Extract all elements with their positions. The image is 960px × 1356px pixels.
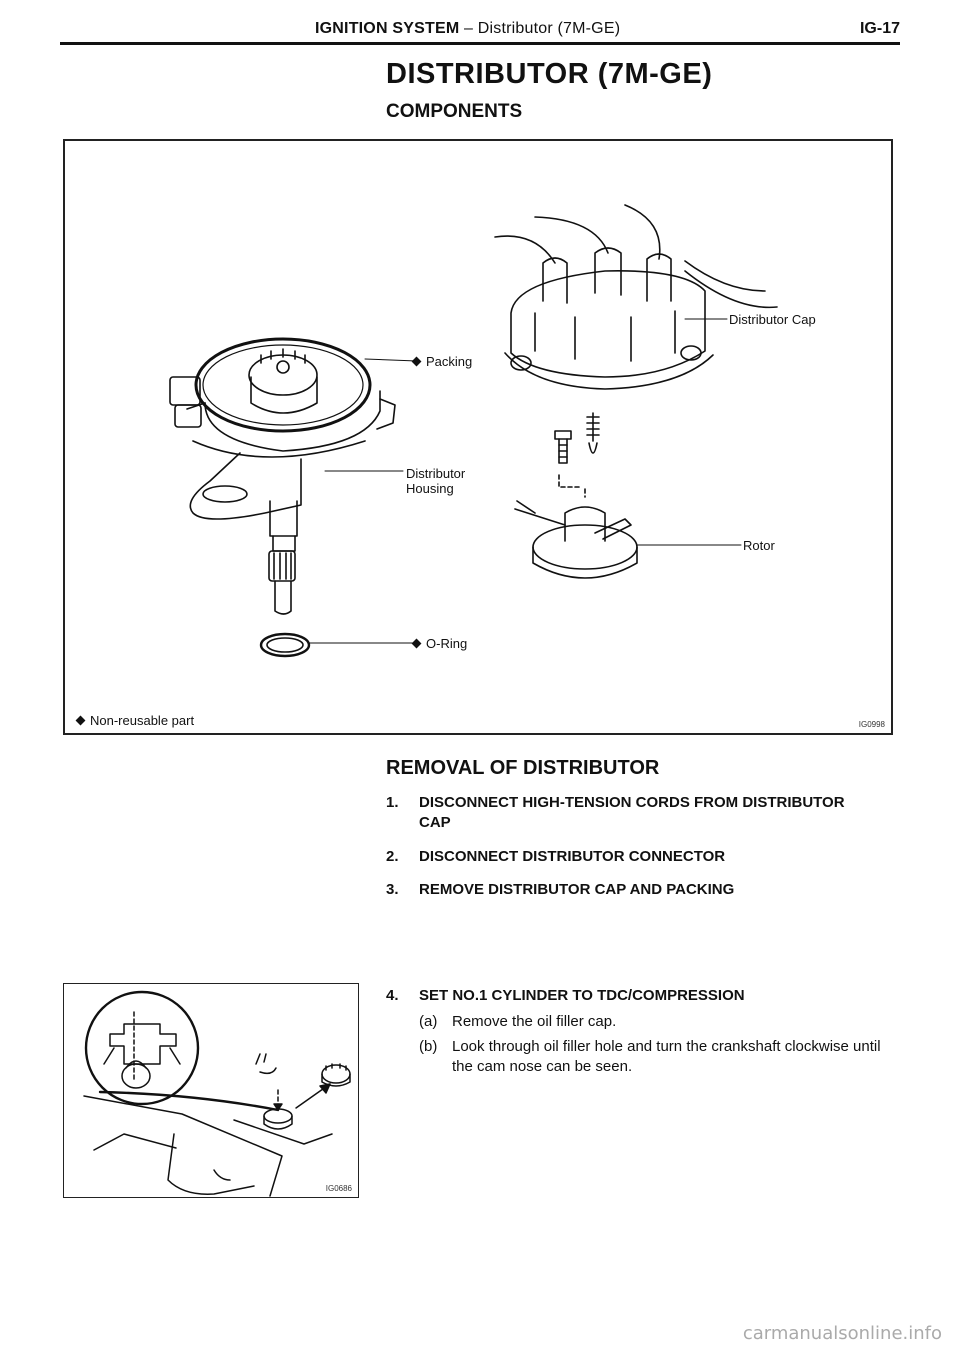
- oil-filler-figure: IG0686: [63, 983, 359, 1198]
- section-subtitle: – Distributor (7M-GE): [464, 20, 621, 37]
- figure-id: IG0998: [858, 720, 885, 729]
- o-ring-illustration: [259, 632, 311, 658]
- distributor-cap-illustration: [494, 204, 778, 390]
- watermark: carmanualsonline.info: [742, 1323, 942, 1344]
- oil-filler-diagram: [83, 990, 351, 1197]
- diamond-icon: [75, 715, 86, 726]
- running-section-title: IGNITION SYSTEM – Distributor (7M-GE): [315, 20, 620, 38]
- diamond-icon: [411, 638, 422, 649]
- leader-lines: [308, 318, 742, 644]
- legend-non-reusable: Non-reusable part: [75, 713, 194, 728]
- removal-heading: REMOVAL OF DISTRIBUTOR: [386, 757, 660, 779]
- diamond-icon: [411, 356, 422, 367]
- label-packing: Packing: [411, 354, 472, 369]
- distributor-housing-illustration: [169, 337, 396, 615]
- page-header: IGNITION SYSTEM – Distributor (7M-GE) IG…: [60, 0, 900, 45]
- rotor-illustration: [514, 500, 638, 579]
- distributor-exploded-diagram: [169, 204, 778, 658]
- figure-id: IG0686: [325, 1184, 352, 1193]
- page-title: DISTRIBUTOR (7M-GE): [386, 58, 713, 90]
- section-name: IGNITION SYSTEM: [315, 20, 460, 37]
- engine-cover: [83, 1083, 333, 1197]
- page-number: IG-17: [859, 20, 900, 37]
- header-rule: [60, 42, 900, 45]
- label-distributor-cap: Distributor Cap: [729, 312, 816, 327]
- label-rotor: Rotor: [743, 538, 775, 553]
- label-o-ring: O-Ring: [411, 636, 467, 651]
- oil-filler-cap: [321, 1063, 351, 1087]
- screw-and-spring-illustration: [554, 412, 600, 498]
- inset-leader: [98, 1090, 280, 1112]
- components-heading: COMPONENTS: [386, 101, 523, 122]
- cam-nose-mark: [255, 1053, 277, 1075]
- magnified-cam-inset: [84, 990, 200, 1106]
